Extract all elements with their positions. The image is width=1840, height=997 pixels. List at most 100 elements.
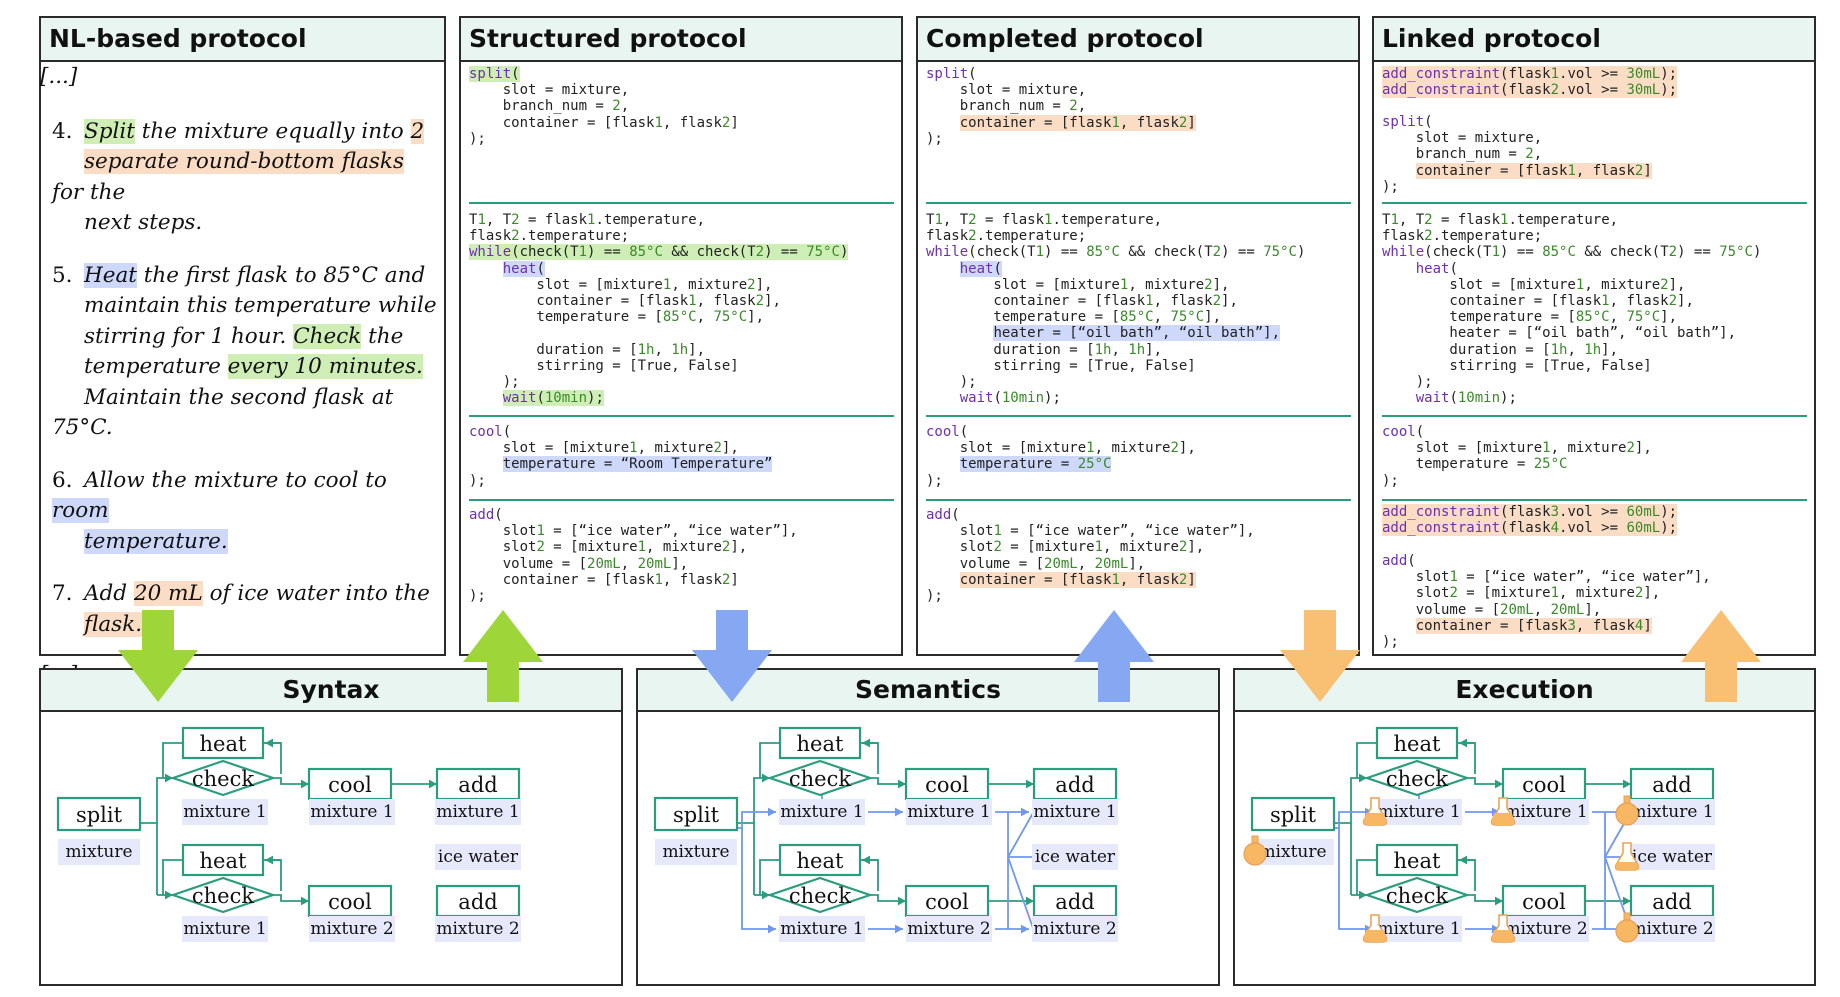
nl-step-7: 7.Add 20 mL of ice water into the flask. [52, 581, 430, 637]
g-semantics-edge-cool2-add2-head [1026, 896, 1034, 906]
g-execution-flow-mix-m1d [1338, 828, 1373, 930]
g-semantics-node-cool-1-box [904, 767, 990, 801]
g-syntax-node-heat-1-box [181, 726, 265, 760]
g-execution-flask-add2-bulb [1615, 919, 1639, 943]
g-semantics-node-cool-2: cool [925, 890, 969, 914]
g-semantics-label-cool1-mixture-bg [906, 799, 992, 825]
g-execution-node-add-2-box [1629, 884, 1715, 918]
g-execution-node-heat-1: heat [1394, 732, 1441, 756]
g-syntax-label-mixture-bg [58, 839, 140, 865]
g-execution-edge-check2-cool2 [1467, 894, 1503, 902]
g-semantics-edge-check2-cool2-head [898, 896, 906, 906]
g-semantics-node-check-2-diamond [766, 876, 874, 914]
g-semantics-node-add-2-box [1032, 884, 1118, 918]
g-execution-label-cool2-mixture-bg [1503, 916, 1589, 942]
nl-step-4: 4.Split the mixture equally into 2 separ… [52, 118, 425, 235]
g-semantics-node-split-box [653, 796, 739, 832]
blue-down-arrow [692, 610, 772, 702]
completed-protocol-title: Completed protocol [918, 18, 1358, 62]
g-syntax-edge-loop2c-head [265, 855, 273, 865]
g-syntax-edge-loop1a [162, 742, 183, 778]
g-semantics-node-add-2: add [1055, 890, 1094, 914]
linked-code-constraints-2: add_constraint(flask3.vol >= 60mL); add_… [1382, 504, 1678, 537]
g-execution-flask-add1-bulb [1615, 802, 1639, 826]
g-semantics-edge-check1-cool1-head [898, 779, 906, 789]
g-execution-edge-loop1a [1356, 742, 1377, 778]
g-semantics-edge-cool1-add1-head [1026, 779, 1034, 789]
g-syntax-node-check-1: check [192, 767, 254, 791]
g-execution-edge-loop2b [1457, 859, 1476, 891]
g-syntax-label-heat1-mixture-bg [182, 799, 268, 825]
g-syntax-label-cool2-mixture-bg [309, 916, 395, 942]
g-execution-label-add1-mixture-bg [1629, 799, 1715, 825]
g-syntax-node-heat-2-box [181, 843, 265, 877]
g-execution-flow-mix-m1a [1335, 811, 1373, 829]
g-syntax-label-cool1-mixture-bg [309, 799, 395, 825]
g-syntax-node-cool-1: cool [328, 773, 372, 797]
g-syntax-edge-check1-cool1 [273, 777, 309, 785]
g-semantics-edge-loop1c-head [862, 738, 870, 748]
g-execution-flask-ice-liquid [1615, 862, 1639, 870]
g-semantics-label-heat1-mixture-bg [779, 799, 865, 825]
linked-code-heat: T1, T2 = flask1.temperature, flask2.temp… [1382, 212, 1762, 407]
g-execution-edge-loop1c-head [1459, 738, 1467, 748]
g-execution-label-mixture: mixture [1259, 842, 1326, 862]
linked-separator-3 [1382, 499, 1807, 501]
g-syntax-node-split: split [76, 803, 123, 827]
g-syntax-node-add-2-box [435, 884, 521, 918]
g-execution-label-heat2-mixture: mixture 1 [1377, 919, 1460, 939]
linked-code-add: add( slot1 = [“ice water”, “ice water”],… [1382, 553, 1711, 651]
g-execution-label-cool1-mixture-bg [1503, 799, 1589, 825]
g-syntax-label-cool2-mixture: mixture 2 [310, 919, 393, 939]
g-semantics-edge-loop1a [759, 742, 780, 778]
g-execution-edge-loop2c-head [1459, 855, 1467, 865]
completed-code-cool: cool( slot = [mixture1, mixture2], tempe… [926, 424, 1196, 489]
g-execution-flask-heat1-liquid [1363, 813, 1387, 825]
g-execution-node-heat-2: heat [1394, 849, 1441, 873]
g-syntax-edge-split-check1-head [165, 773, 173, 783]
g-execution-label-ice-water-bg [1629, 844, 1715, 870]
g-semantics-label-add2-mixture-bg [1032, 916, 1118, 942]
g-execution-node-check-1: check [1386, 767, 1448, 791]
structured-separator-3 [469, 499, 894, 501]
g-semantics-flow-mix-m1a [738, 811, 776, 829]
structured-protocol-title: Structured protocol [461, 18, 901, 62]
g-semantics-node-check-2: check [789, 884, 851, 908]
syntax-title: Syntax [41, 670, 621, 712]
completed-code-split: split( slot = mixture, branch_num = 2, c… [926, 66, 1196, 147]
linked-code-constraints-1: add_constraint(flask1.vol >= 30mL); add_… [1382, 66, 1678, 99]
nl-protocol-text: [...] 4.Split the mixture equally into 2… [40, 62, 440, 691]
g-semantics-label-mixture-bg [655, 839, 737, 865]
completed-separator-1 [926, 202, 1351, 204]
g-execution-edge-split-check1-head [1359, 773, 1367, 783]
g-syntax-node-check-1-diamond [169, 759, 277, 797]
g-syntax-edge-check1-cool1-head [301, 779, 309, 789]
g-semantics-edge-split-check1-head [762, 773, 770, 783]
g-semantics-label-ice-water: ice water [1035, 847, 1116, 867]
g-semantics-label-ice-water-bg [1032, 844, 1118, 870]
g-syntax-label-heat1-mixture: mixture 1 [183, 802, 266, 822]
g-syntax-node-check-2-diamond [169, 876, 277, 914]
g-semantics-label-add1-mixture-bg [1032, 799, 1118, 825]
g-semantics-node-cool-1: cool [925, 773, 969, 797]
g-syntax-edge-loop2b [263, 859, 282, 891]
g-execution-label-heat1-mixture: mixture 1 [1377, 802, 1460, 822]
g-execution-edge-loop2a [1356, 859, 1377, 895]
g-semantics-label-heat1-mixture: mixture 1 [780, 802, 863, 822]
g-semantics-flow-m2a-m2b-head [1021, 924, 1029, 934]
g-syntax-edge-loop1c-head [265, 738, 273, 748]
g-syntax-edge-check2-cool2-head [301, 896, 309, 906]
g-execution-label-ice-water: ice water [1632, 847, 1713, 867]
g-execution-node-heat-1-box [1375, 726, 1459, 760]
g-syntax-label-cool1-mixture: mixture 1 [310, 802, 393, 822]
g-execution-edge-split-check2-head [1359, 890, 1367, 900]
g-execution-edge-loop1b [1457, 742, 1476, 774]
g-execution-flask-mixture-bulb [1243, 842, 1267, 866]
g-execution-node-check-2: check [1386, 884, 1448, 908]
structured-separator-2 [469, 415, 894, 417]
g-semantics-edge-check1-cool1 [870, 777, 906, 785]
g-execution-label-add2-mixture: mixture 2 [1630, 919, 1713, 939]
